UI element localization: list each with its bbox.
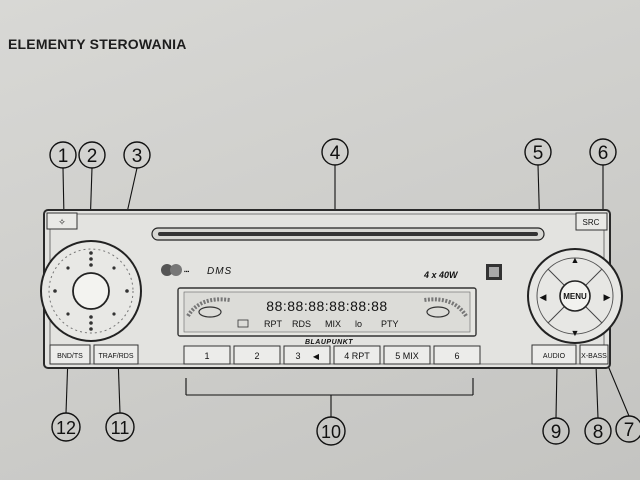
display-indicators: RPT RDS MIX lo PTY bbox=[264, 319, 399, 329]
compact-disc-logo-icon bbox=[486, 264, 502, 280]
traf-rds-button[interactable]: TRAF/RDS bbox=[93, 344, 139, 365]
svg-text:▪▪▪: ▪▪▪ bbox=[184, 269, 190, 275]
svg-text:2: 2 bbox=[87, 146, 98, 167]
volume-knob[interactable] bbox=[40, 240, 142, 342]
menu-button[interactable]: MENU bbox=[559, 280, 591, 312]
cd-logo-icon: ▪▪▪ bbox=[161, 264, 190, 276]
callout-6: 6 bbox=[589, 138, 617, 166]
preset-button-2[interactable]: 2 bbox=[233, 345, 281, 365]
brand-logo: BLAUPUNKT bbox=[305, 339, 353, 346]
release-button[interactable]: ✧ bbox=[46, 212, 78, 230]
bnd-ts-button[interactable]: BND/TS bbox=[49, 344, 91, 365]
callout-2: 2 bbox=[78, 141, 106, 169]
svg-text:4: 4 bbox=[330, 143, 341, 164]
arrow-down-icon: ▼ bbox=[571, 328, 580, 338]
callout-8: 8 bbox=[584, 417, 612, 445]
svg-text:3: 3 bbox=[132, 146, 143, 167]
callout-4: 4 bbox=[321, 138, 349, 166]
svg-text:AUDIO: AUDIO bbox=[543, 353, 566, 360]
svg-text:6: 6 bbox=[598, 143, 609, 164]
svg-text:2: 2 bbox=[254, 351, 259, 361]
svg-text:MENU: MENU bbox=[563, 292, 587, 301]
preset-button-1[interactable]: 1 bbox=[183, 345, 231, 365]
svg-text:BND/TS: BND/TS bbox=[57, 353, 83, 360]
svg-text:X-BASS: X-BASS bbox=[581, 353, 607, 360]
svg-text:4 RPT: 4 RPT bbox=[344, 351, 370, 361]
svg-text:9: 9 bbox=[551, 422, 562, 443]
svg-text:1: 1 bbox=[204, 351, 209, 361]
svg-text:TRAF/RDS: TRAF/RDS bbox=[99, 353, 134, 360]
svg-text:6: 6 bbox=[454, 351, 459, 361]
svg-text:11: 11 bbox=[111, 418, 130, 438]
svg-text:10: 10 bbox=[321, 422, 341, 442]
svg-text:7: 7 bbox=[624, 420, 635, 441]
svg-text:5 MIX: 5 MIX bbox=[395, 351, 419, 361]
svg-text:✧: ✧ bbox=[58, 217, 66, 227]
preset-button-5[interactable]: 5 MIX bbox=[383, 345, 431, 365]
svg-text:lo: lo bbox=[355, 319, 362, 329]
preset-button-4[interactable]: 4 RPT bbox=[333, 345, 381, 365]
svg-text:1: 1 bbox=[58, 146, 69, 167]
speaker-icon: ◀ bbox=[313, 352, 320, 361]
svg-text:3: 3 bbox=[295, 351, 300, 361]
callout-11: 11 bbox=[105, 412, 135, 442]
svg-text:MIX: MIX bbox=[325, 319, 341, 329]
svg-text:PTY: PTY bbox=[381, 319, 399, 329]
preset-button-6[interactable]: 6 bbox=[433, 345, 481, 365]
arrow-right-icon: ▶ bbox=[604, 292, 611, 302]
display-segments: 88:88:88:88:88:88 bbox=[266, 298, 387, 314]
svg-text:SRC: SRC bbox=[583, 218, 600, 227]
svg-text:12: 12 bbox=[56, 418, 76, 438]
svg-text:RPT: RPT bbox=[264, 319, 283, 329]
svg-text:8: 8 bbox=[593, 422, 604, 443]
svg-text:RDS: RDS bbox=[292, 319, 311, 329]
cd-slot bbox=[151, 227, 545, 241]
callout-3: 3 bbox=[123, 141, 151, 169]
arrow-up-icon: ▲ bbox=[571, 255, 580, 265]
preset-button-3[interactable]: 3 ◀ bbox=[283, 345, 331, 365]
xbass-button[interactable]: X-BASS bbox=[579, 344, 609, 365]
audio-button[interactable]: AUDIO bbox=[531, 344, 577, 365]
callout-1: 1 bbox=[49, 141, 77, 169]
callout-12: 12 bbox=[51, 412, 81, 442]
lcd-display: 88:88:88:88:88:88 RPT RDS MIX lo PTY bbox=[177, 287, 477, 337]
arrow-left-icon: ◀ bbox=[540, 292, 547, 302]
power-label: 4 x 40W bbox=[423, 270, 459, 280]
callout-10: 10 bbox=[316, 416, 346, 446]
src-button[interactable]: SRC bbox=[575, 212, 608, 231]
dms-label: DMS bbox=[207, 266, 232, 277]
callout-5: 5 bbox=[524, 138, 552, 166]
callout-9: 9 bbox=[542, 417, 570, 445]
callout-7: 7 bbox=[615, 415, 640, 443]
page-heading: ELEMENTY STEROWANIA bbox=[8, 36, 187, 52]
svg-text:5: 5 bbox=[533, 143, 544, 164]
